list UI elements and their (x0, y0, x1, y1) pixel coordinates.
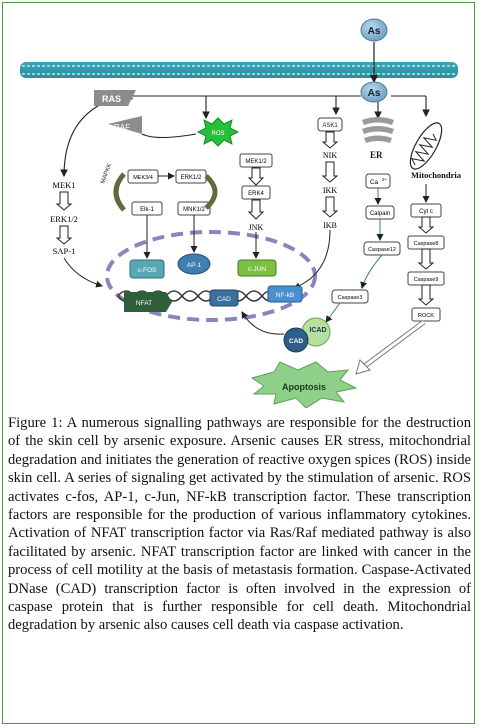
rock-box (411, 307, 441, 322)
nfkb-box (267, 285, 303, 303)
caspase3-box (331, 289, 369, 304)
mek1-label: MEK1 (52, 180, 75, 190)
mek12-box (239, 153, 273, 168)
ras-label: RAS (102, 94, 121, 104)
mnk12-label: MNK1/2 (183, 207, 205, 213)
ca-label: Ca (370, 179, 379, 186)
erk12b-label: ERK1/2 (50, 214, 78, 224)
erk4-box (241, 185, 271, 200)
mek12-label: MEK1/2 (245, 159, 267, 165)
arsenic-node-extracellular (360, 18, 388, 42)
cfos-box (129, 259, 165, 279)
cad-label: CAD (289, 338, 303, 345)
elk1-label: Elk-1 (140, 207, 154, 213)
caspase9-label: Caspase9 (414, 277, 439, 283)
ask1-label: ASK1 (322, 123, 338, 129)
pathway-figure: As As RAS RAF ROS ASK1 ER Mitochondria M… (6, 6, 472, 409)
pathway-diagram: As As RAS RAF ROS ASK1 ER Mitochondria M… (20, 18, 462, 409)
erk12a-label: ERK1/2 (181, 175, 202, 181)
rock-label: ROCK (418, 313, 434, 319)
figure-border (2, 2, 475, 724)
nucleus-outline (105, 230, 317, 322)
cad-nuclear-box (209, 289, 239, 307)
ikk-label: IKK (323, 186, 337, 195)
apoptosis-burst (250, 361, 358, 409)
ap1-label: AP-1 (187, 262, 202, 269)
cjun-label: c-JUN (248, 266, 266, 273)
figure-caption: Figure 1: A numerous signalling pathways… (8, 414, 471, 635)
nfat-label: NFAT (136, 300, 152, 307)
ras-shape (94, 90, 136, 106)
nik-label: NIK (323, 151, 337, 160)
nfkb-label: NF-kB (276, 292, 294, 299)
caption-label: Figure 1: (8, 415, 63, 431)
caspase8-label: Caspase8 (414, 241, 439, 247)
mitochondria-label: Mitochondria (411, 170, 462, 180)
as-inner-label: As (368, 88, 381, 99)
ap1-shape (177, 253, 211, 275)
caption-text: A numerous signalling pathways are respo… (8, 415, 471, 634)
icad-label: ICAD (309, 327, 326, 334)
apoptosis-label: Apoptosis (282, 382, 326, 392)
raf-shape (108, 116, 142, 134)
erk4-label: ERK4 (248, 191, 264, 197)
arsenic-node-intracellular (360, 81, 388, 103)
as-top-label: As (368, 26, 381, 37)
cell-membrane (20, 62, 458, 78)
ask1-box (317, 117, 343, 132)
ros-label: ROS (211, 131, 224, 137)
calpain-label: Calpain (370, 211, 390, 217)
caspase3-label: Caspase3 (338, 295, 363, 301)
ros-star (196, 117, 240, 147)
caspase12-label: Caspase12 (368, 247, 396, 253)
mapkk-label: MAPKK (100, 163, 113, 185)
cytc-label: Cyt c (419, 209, 433, 215)
cad-nuclear-label: CAD (217, 296, 231, 303)
sap1-label: SAP-1 (53, 246, 76, 256)
er-organelle (362, 117, 394, 143)
mek34-label: MEK3/4 (133, 175, 153, 181)
cjun-box (237, 259, 277, 277)
cfos-label: c-FOS (138, 267, 157, 274)
cad-circle (283, 327, 309, 353)
er-label: ER (370, 150, 383, 160)
jnk-label: JNK (249, 223, 264, 232)
ikb-label: IKB (323, 221, 337, 230)
ca-superscript: 2+ (382, 177, 388, 182)
nfat-shape (124, 292, 172, 312)
raf-label: RAF (114, 123, 130, 132)
mitochondria-organelle (409, 122, 443, 170)
